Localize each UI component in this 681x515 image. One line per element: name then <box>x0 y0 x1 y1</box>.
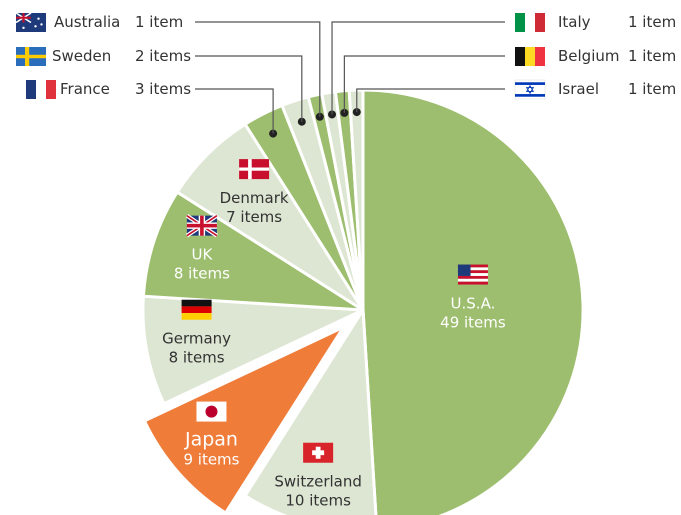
leader-line-sweden <box>195 55 303 122</box>
slice-label-u-s-a: U.S.A. <box>451 295 496 313</box>
legend-label-sweden: Sweden <box>52 47 111 65</box>
slice-value-germany: 8 items <box>169 349 225 367</box>
legend-value-australia: 1 item <box>135 13 183 31</box>
usa-flag-icon <box>457 264 488 285</box>
legend-label-australia: Australia <box>54 13 120 31</box>
legend-label-belgium: Belgium <box>558 47 620 65</box>
denmark-flag-icon <box>239 159 270 180</box>
france-flag-icon <box>26 80 56 99</box>
legend-value-israel: 1 item <box>628 80 676 98</box>
israel-flag-icon <box>514 79 546 100</box>
slice-value-switzerland: 10 items <box>285 492 351 510</box>
pie-slice-japan <box>142 325 345 515</box>
legend-value-italy: 1 item <box>628 13 676 31</box>
pie-slice-israel <box>347 88 365 312</box>
japan-flag-icon <box>196 401 227 422</box>
slice-value-u-s-a: 49 items <box>440 314 506 332</box>
legend-label-israel: Israel <box>558 80 599 98</box>
legend-value-belgium: 1 item <box>628 47 676 65</box>
slice-value-uk: 8 items <box>174 265 230 283</box>
pie-slice-germany <box>141 294 365 406</box>
leader-line-australia <box>195 21 321 117</box>
slice-value-denmark: 7 items <box>226 208 282 226</box>
slice-label-germany: Germany <box>162 330 231 348</box>
leader-line-italy <box>331 21 505 115</box>
leader-line-france <box>195 88 274 134</box>
slice-label-japan: Japan <box>184 429 238 451</box>
slice-label-uk: UK <box>191 246 213 264</box>
switzerland-flag-icon <box>303 442 334 463</box>
legend-value-france: 3 items <box>135 80 191 98</box>
germany-flag-icon <box>181 299 212 320</box>
legend-label-france: France <box>60 80 110 98</box>
italy-flag-icon <box>515 13 545 32</box>
legend-label-italy: Italy <box>558 13 591 31</box>
legend-value-sweden: 2 items <box>135 47 191 65</box>
uk-flag-icon <box>185 213 219 238</box>
slice-value-japan: 9 items <box>183 451 239 469</box>
leader-line-israel <box>356 88 505 113</box>
pie-slice-u-s-a <box>361 88 585 515</box>
sweden-flag-icon <box>16 47 46 66</box>
slice-label-denmark: Denmark <box>220 189 289 207</box>
slice-label-switzerland: Switzerland <box>274 473 362 491</box>
belgium-flag-icon <box>515 47 545 66</box>
leader-line-belgium <box>343 55 505 113</box>
australia-flag-icon <box>15 12 46 32</box>
pie-slice-switzerland <box>243 308 378 515</box>
